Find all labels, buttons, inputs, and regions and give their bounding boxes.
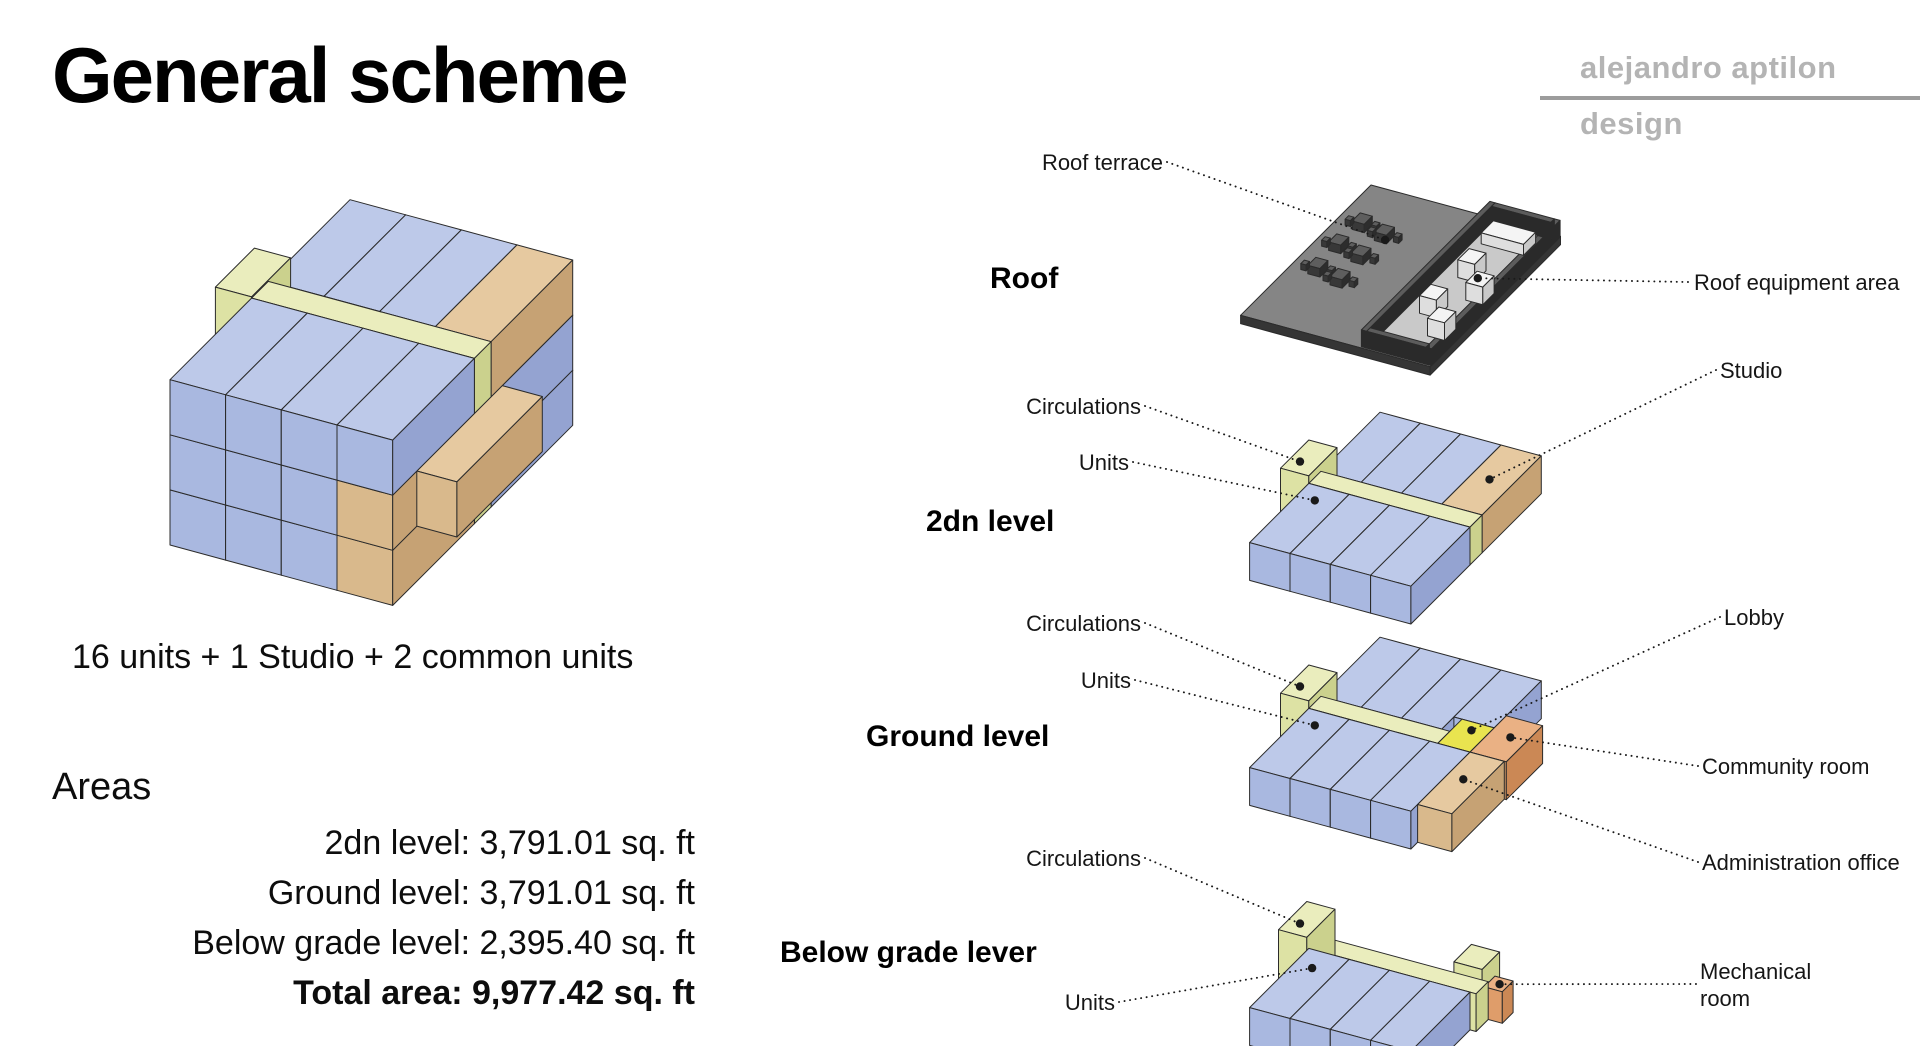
ground-circulations-label: Circulations xyxy=(1026,611,1141,636)
area-line-total: Total area: 9,977.42 sq. ft xyxy=(293,974,695,1012)
roof-equipment-label: Roof equipment area xyxy=(1694,270,1900,295)
roof-terrace-label: Roof terrace xyxy=(1041,150,1163,175)
leader-lines xyxy=(1118,161,1721,1003)
units-caption: 16 units + 1 Studio + 2 common units xyxy=(72,638,634,676)
administration-office-label: Administration office xyxy=(1702,850,1900,875)
page-title: General scheme xyxy=(52,31,629,119)
brand-name: alejandro aptilon xyxy=(1580,50,1837,85)
areas-heading: Areas xyxy=(52,766,152,808)
lobby-label: Lobby xyxy=(1724,605,1784,630)
areas-list: 2dn level: 3,791.01 sq. ft Ground level:… xyxy=(60,818,695,1018)
ground-level-title: Ground level xyxy=(866,720,1050,753)
below-grade-diagram xyxy=(1249,901,1514,1046)
brand-rule xyxy=(1540,96,1920,100)
area-line-ground: Ground level: 3,791.01 sq. ft xyxy=(267,874,695,912)
area-line-2dn: 2dn level: 3,791.01 sq. ft xyxy=(324,824,695,862)
second-circulations-label: Circulations xyxy=(1026,394,1141,419)
mechanical-room-label: Mechanical room xyxy=(1700,959,1812,1011)
second-level-title: 2dn level xyxy=(926,505,1055,538)
roof-level-title: Roof xyxy=(990,262,1059,295)
roof-diagram xyxy=(1240,184,1561,376)
second-level-diagram xyxy=(1249,411,1542,625)
brand-subtitle: design xyxy=(1580,106,1683,141)
below-grade-title: Below grade lever xyxy=(780,936,1037,969)
below-circulations-label: Circulations xyxy=(1026,846,1141,871)
second-units-label: Units xyxy=(1078,450,1129,475)
ground-level-diagram xyxy=(1249,636,1544,853)
area-line-below: Below grade level: 2,395.40 sq. ft xyxy=(192,924,695,962)
below-units-label: Units xyxy=(1064,990,1115,1015)
studio-label: Studio xyxy=(1720,358,1783,383)
ground-units-label: Units xyxy=(1080,668,1131,693)
community-room-label: Community room xyxy=(1702,754,1870,779)
main-axon-diagram xyxy=(169,199,574,606)
